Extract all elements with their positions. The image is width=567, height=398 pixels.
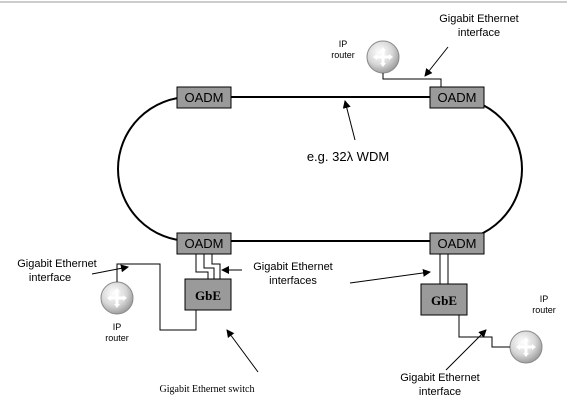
annotation-line: Gigabit Ethernet — [400, 372, 480, 384]
oadm-label: OADM — [185, 90, 224, 105]
link-router-left — [116, 263, 197, 331]
annotation-line: interfaces — [269, 275, 317, 287]
oadm-node-bottom-right: OADM — [429, 232, 485, 255]
ring-label: e.g. 32λ WDM — [307, 149, 389, 164]
link-router-bottom-right — [458, 315, 510, 348]
oadm-label: OADM — [185, 236, 224, 251]
label-top-right-interface: Gigabit Ethernet interface — [439, 13, 519, 39]
router-left-icon — [100, 281, 134, 315]
router-bottom-right-icon — [509, 330, 543, 364]
router-label: IP — [339, 39, 348, 49]
router-label: IP — [540, 294, 549, 304]
link-router-top-right — [382, 73, 442, 87]
gbe-label: GbE — [195, 288, 221, 303]
annotation-line: Gigabit Ethernet — [17, 258, 97, 270]
annotation-line: interface — [29, 272, 71, 284]
arrow-gbe-switch — [226, 329, 259, 373]
oadm-node-bottom-left: OADM — [176, 232, 232, 255]
label-router-top-right: IP router — [331, 39, 355, 60]
links-oadm-gbe-left — [195, 254, 221, 279]
router-label: router — [532, 305, 556, 315]
oadm-node-top-right: OADM — [429, 86, 485, 109]
gbe-switch-left: GbE — [184, 278, 232, 311]
oadm-label: OADM — [438, 236, 477, 251]
label-router-bottom-right: IP router — [532, 294, 556, 315]
annotation-line: Gigabit Ethernet — [439, 13, 519, 25]
arrow-middle-interfaces-right — [349, 268, 431, 284]
router-label: router — [331, 50, 355, 60]
wdm-ring — [117, 96, 523, 242]
label-middle-interfaces: Gigabit Ethernet interfaces — [253, 261, 333, 287]
oadm-label: OADM — [438, 90, 477, 105]
router-label: IP — [113, 322, 122, 332]
arrow-ring-label — [342, 100, 356, 141]
arrow-bottom-right-interface — [445, 329, 487, 371]
router-top-right-icon — [366, 40, 400, 74]
label-gbe-switch: Gigabit Ethernet switch — [160, 384, 255, 395]
label-bottom-right-interface: Gigabit Ethernet interface — [400, 372, 480, 398]
oadm-node-top-left: OADM — [176, 86, 232, 109]
annotation-line: interface — [458, 27, 500, 39]
links-oadm-gbe-right — [439, 254, 449, 284]
annotation-line: interface — [419, 386, 461, 398]
gbe-switch-right: GbE — [420, 283, 468, 316]
gbe-label: GbE — [431, 293, 457, 308]
arrow-top-right-interface — [424, 46, 449, 77]
annotation-line: Gigabit Ethernet — [253, 261, 333, 273]
router-label: router — [105, 333, 129, 343]
label-left-interface: Gigabit Ethernet interface — [17, 258, 97, 284]
label-router-left: IP router — [105, 322, 129, 343]
arrow-left-interface — [91, 264, 129, 275]
